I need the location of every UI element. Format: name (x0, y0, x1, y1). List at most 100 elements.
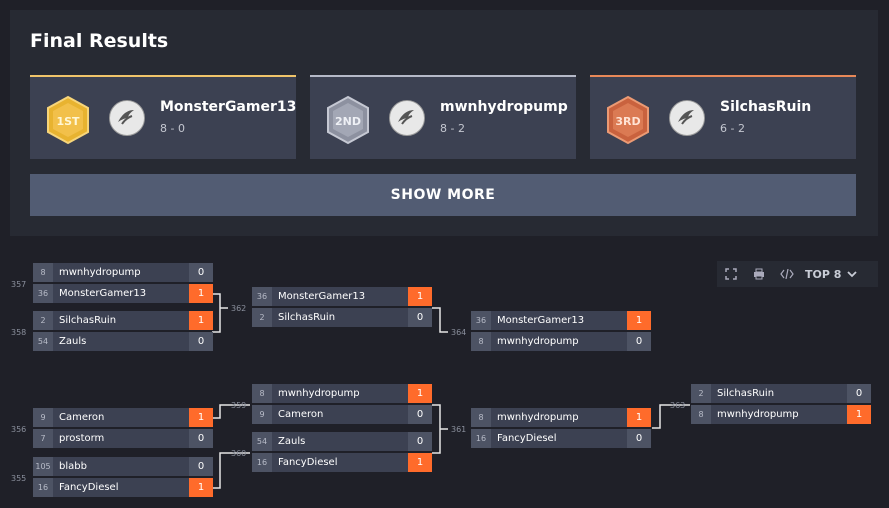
score: 1 (408, 384, 432, 403)
placement-card-second[interactable]: 2ND mwnhydropump 8 - 2 (310, 75, 576, 159)
match-number: 363 (670, 401, 686, 410)
score: 1 (627, 408, 651, 427)
player-name: FancyDiesel (497, 433, 557, 444)
player-name: mwnhydropump (497, 412, 579, 423)
medal-label: 1ST (56, 115, 80, 128)
player-name: Zauls (59, 336, 87, 347)
match-number: 357 (11, 280, 27, 289)
score: 0 (847, 384, 871, 403)
match-row[interactable]: 54 Zauls 0 (252, 432, 432, 451)
seed: 8 (33, 263, 53, 282)
silver-medal-icon: 2ND (327, 95, 369, 145)
player-name: SilchasRuin (278, 312, 336, 323)
player-name: Cameron (59, 412, 105, 423)
gold-medal-icon: 1ST (47, 95, 89, 145)
bronze-medal-icon: 3RD (607, 95, 649, 145)
chevron-down-icon (847, 270, 858, 277)
player-name[interactable]: MonsterGamer13 (160, 99, 297, 115)
player-name: MonsterGamer13 (497, 315, 585, 326)
match-row[interactable]: 9 Cameron 0 (252, 405, 432, 424)
seed: 16 (33, 478, 53, 497)
score: 1 (627, 311, 651, 330)
player-name: SilchasRuin (717, 388, 775, 399)
team-logo-icon (389, 100, 425, 136)
fullscreen-icon[interactable] (717, 261, 745, 287)
score: 1 (189, 311, 213, 330)
seed: 36 (252, 287, 272, 306)
match-row[interactable]: 16 FancyDiesel 1 (33, 478, 213, 497)
player-name: SilchasRuin (59, 315, 117, 326)
player-name: mwnhydropump (717, 409, 799, 420)
score: 1 (189, 478, 213, 497)
match-row[interactable]: 8 mwnhydropump 1 (471, 408, 651, 427)
match-number: 359 (231, 401, 247, 410)
player-name: mwnhydropump (497, 336, 579, 347)
player-name: FancyDiesel (59, 482, 119, 493)
seed: 8 (471, 408, 491, 427)
top-filter-label: TOP 8 (805, 267, 842, 281)
player-name: Zauls (278, 436, 306, 447)
seed: 54 (33, 332, 53, 351)
score: 1 (408, 287, 432, 306)
player-record: 8 - 2 (440, 122, 465, 135)
seed: 105 (33, 457, 53, 476)
player-record: 8 - 0 (160, 122, 185, 135)
player-name: blabb (59, 461, 87, 472)
card-accent-bar (310, 75, 576, 77)
card-accent-bar (30, 75, 296, 77)
score: 1 (847, 405, 871, 424)
score: 1 (408, 453, 432, 472)
player-name[interactable]: mwnhydropump (440, 99, 568, 115)
card-accent-bar (590, 75, 856, 77)
player-name[interactable]: SilchasRuin (720, 99, 812, 115)
player-name: mwnhydropump (278, 388, 360, 399)
seed: 9 (252, 405, 272, 424)
seed: 9 (33, 408, 53, 427)
match-number: 362 (231, 304, 247, 313)
score: 0 (189, 429, 213, 448)
show-more-button[interactable]: SHOW MORE (30, 174, 856, 216)
seed: 2 (252, 308, 272, 327)
score: 0 (408, 432, 432, 451)
match-number: 364 (451, 328, 467, 337)
top-filter-dropdown[interactable]: TOP 8 (805, 267, 858, 281)
player-name: prostorm (59, 433, 105, 444)
print-icon[interactable] (745, 261, 773, 287)
player-name: Cameron (278, 409, 324, 420)
seed: 8 (691, 405, 711, 424)
score: 0 (189, 263, 213, 282)
seed: 54 (252, 432, 272, 451)
match-row[interactable]: 8 mwnhydropump 1 (691, 405, 871, 424)
score: 0 (408, 405, 432, 424)
placement-card-first[interactable]: 1ST MonsterGamer13 8 - 0 (30, 75, 296, 159)
seed: 16 (252, 453, 272, 472)
placement-card-third[interactable]: 3RD SilchasRuin 6 - 2 (590, 75, 856, 159)
match-number: 356 (11, 425, 27, 434)
embed-code-icon[interactable] (773, 261, 801, 287)
